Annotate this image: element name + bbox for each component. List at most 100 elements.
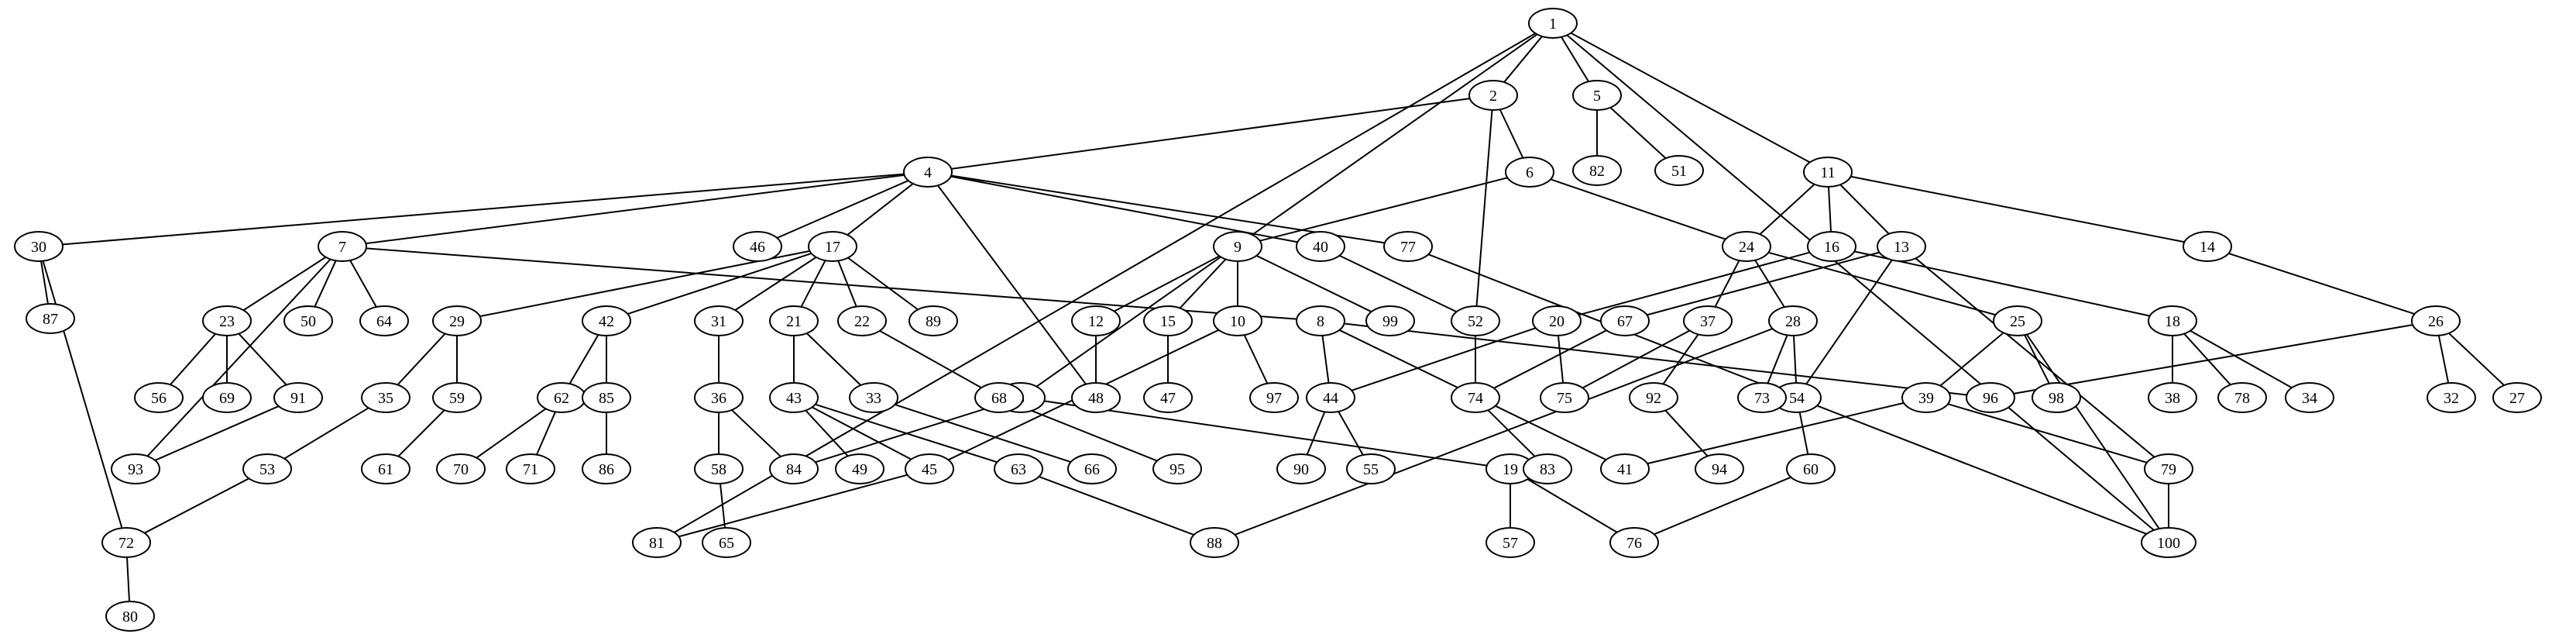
node-label: 65: [719, 535, 734, 552]
node-shape: [632, 527, 682, 558]
edge-2-6: [1499, 109, 1524, 159]
node-29: 29: [432, 305, 482, 336]
edge-42-62: [568, 334, 599, 384]
node-81: 81: [632, 527, 682, 558]
node-shape: [202, 382, 252, 413]
node-2: 2: [1468, 80, 1518, 111]
node-shape: [1528, 8, 1578, 39]
node-shape: [1966, 382, 2015, 413]
edge-4-46: [776, 180, 909, 239]
node-shape: [1722, 231, 1771, 262]
node-label: 24: [1739, 239, 1754, 256]
node-shape: [2411, 305, 2461, 336]
edge-13-54: [1805, 259, 1893, 385]
edge-92-94: [1664, 409, 1709, 457]
edge-45-81: [678, 474, 908, 538]
edge-53-72: [144, 477, 249, 534]
edge-13-67: [1647, 251, 1880, 316]
node-label: 5: [1593, 88, 1601, 105]
node-10: 10: [1213, 305, 1262, 336]
edge-30-87: [40, 260, 49, 305]
node-label: 35: [378, 390, 393, 407]
node-88: 88: [1190, 527, 1239, 558]
node-shape: [1296, 305, 1345, 336]
node-label: 91: [290, 390, 306, 407]
node-label: 9: [1234, 239, 1242, 256]
node-shape: [733, 231, 782, 262]
edge-11-24: [1759, 184, 1815, 235]
node-label: 43: [786, 390, 802, 407]
node-label: 47: [1160, 390, 1176, 407]
node-label: 79: [2161, 461, 2176, 478]
node-shape: [1807, 231, 1856, 262]
node-89: 89: [908, 305, 958, 336]
node-label: 34: [2302, 390, 2317, 407]
node-51: 51: [1654, 155, 1704, 186]
node-label: 57: [1503, 535, 1518, 552]
node-label: 98: [2049, 390, 2064, 407]
node-label: 45: [922, 461, 937, 478]
node-46: 46: [733, 231, 782, 262]
node-label: 87: [43, 311, 58, 328]
edge-1-11: [1570, 32, 1811, 164]
node-7: 7: [318, 231, 367, 262]
node-label: 1: [1549, 16, 1557, 33]
node-label: 70: [453, 461, 469, 478]
node-6: 6: [1505, 157, 1554, 188]
node-shape: [837, 305, 887, 336]
node-shape: [1993, 305, 2042, 336]
node-shape: [105, 601, 155, 632]
node-label: 4: [924, 164, 932, 181]
node-shape: [582, 305, 631, 336]
edge-17-22: [837, 260, 857, 307]
node-label: 85: [599, 390, 614, 407]
node-shape: [1609, 527, 1659, 558]
node-label: 11: [1820, 164, 1835, 181]
node-shape: [14, 231, 64, 262]
node-shape: [359, 305, 409, 336]
edge-72-80: [126, 557, 130, 602]
edge-17-21: [800, 260, 826, 308]
edge-7-64: [349, 260, 377, 308]
edge-62-70: [476, 408, 547, 459]
node-shape: [2492, 382, 2542, 413]
node-shape: [26, 303, 75, 334]
edge-16-20: [1578, 251, 1810, 316]
node-label: 78: [2234, 390, 2250, 407]
node-35: 35: [361, 382, 410, 413]
node-shape: [1532, 305, 1582, 336]
node-label: 95: [1170, 461, 1185, 478]
node-label: 52: [1468, 313, 1483, 330]
node-91: 91: [273, 382, 323, 413]
node-67: 67: [1600, 305, 1650, 336]
node-label: 14: [2200, 239, 2215, 256]
node-shape: [1071, 305, 1121, 336]
node-label: 100: [2157, 535, 2180, 552]
edge-24-37: [1714, 260, 1740, 308]
node-shape: [1306, 382, 1355, 413]
node-label: 68: [991, 390, 1007, 407]
edge-36-84: [731, 409, 781, 457]
node-55: 55: [1346, 453, 1396, 484]
node-label: 30: [31, 239, 46, 256]
node-label: 48: [1088, 390, 1104, 407]
node-label: 63: [1011, 461, 1026, 478]
edge-58-65: [720, 483, 726, 529]
node-label: 46: [750, 239, 765, 256]
node-label: 31: [711, 313, 726, 330]
node-label: 71: [523, 461, 538, 478]
node-layer: 1234567891011121314151617181920212223242…: [14, 8, 2542, 632]
node-label: 41: [1617, 461, 1633, 478]
node-label: 29: [449, 313, 465, 330]
node-39: 39: [1901, 382, 1951, 413]
node-74: 74: [1451, 382, 1500, 413]
edge-20-44: [1351, 327, 1537, 391]
node-shape: [2032, 382, 2081, 413]
edge-4-17: [847, 183, 914, 236]
edge-67-74: [1493, 329, 1607, 389]
node-73: 73: [1737, 382, 1787, 413]
node-65: 65: [702, 527, 751, 558]
node-75: 75: [1540, 382, 1589, 413]
node-shape: [908, 305, 958, 336]
node-shape: [2148, 382, 2197, 413]
